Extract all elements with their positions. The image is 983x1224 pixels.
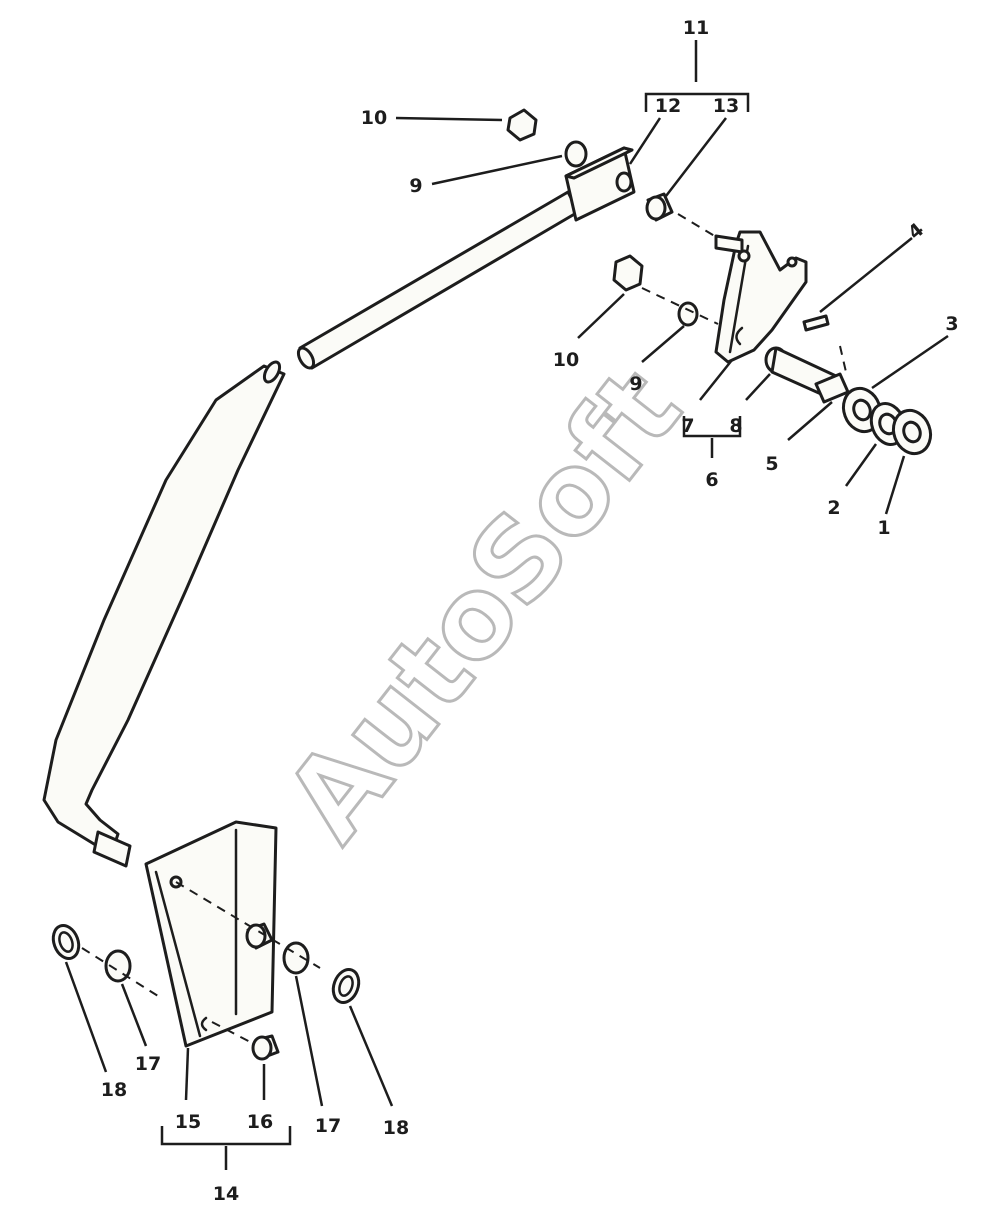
nut-lower-right (331, 968, 361, 1004)
callout-18-left: 18 (101, 1079, 127, 1101)
nut-middle (612, 254, 644, 292)
callout-17-right: 17 (315, 1115, 341, 1137)
callout-13: 13 (713, 95, 739, 117)
nut-top (506, 108, 538, 142)
stabilizer-bar-lower (42, 360, 286, 868)
nut-lower-left (51, 924, 81, 960)
bushing-lower (251, 1034, 280, 1061)
callout-9-mid: 9 (629, 373, 642, 395)
leader-lines (64, 40, 949, 1170)
assembly-line-lower-a (175, 881, 321, 969)
watermark: AutoSoft (261, 346, 706, 865)
stabilizer-bar-upper (296, 190, 580, 370)
bolt (764, 346, 850, 404)
callout-11: 11 (683, 17, 709, 39)
callout-10-top: 10 (361, 107, 387, 129)
callout-9-top: 9 (409, 175, 422, 197)
callout-2: 2 (827, 497, 840, 519)
pin-line (839, 345, 847, 373)
callout-18-right: 18 (383, 1117, 409, 1139)
callout-3: 3 (945, 313, 958, 335)
assembly-line-lower-c (211, 1021, 255, 1045)
washer-1 (891, 408, 933, 456)
callout-14: 14 (213, 1183, 239, 1205)
bushing (645, 192, 674, 222)
assembly-line-middle (641, 287, 719, 325)
bracket-plate (144, 820, 278, 1048)
washer-middle (677, 301, 699, 327)
clamp-block (564, 146, 636, 222)
callout-10-mid: 10 (553, 349, 579, 371)
washer-top (564, 140, 588, 168)
callout-16: 16 (247, 1111, 273, 1133)
pin (802, 314, 830, 332)
lever-plate (714, 230, 808, 364)
callout-17-left: 17 (135, 1053, 161, 1075)
callout-8: 8 (729, 415, 742, 437)
callout-6: 6 (705, 469, 718, 491)
callout-15: 15 (175, 1111, 201, 1133)
callout-7: 7 (681, 415, 694, 437)
callout-12: 12 (655, 95, 681, 117)
callout-1: 1 (877, 517, 890, 539)
callout-5: 5 (765, 453, 778, 475)
assembly-line-upper (677, 213, 719, 239)
